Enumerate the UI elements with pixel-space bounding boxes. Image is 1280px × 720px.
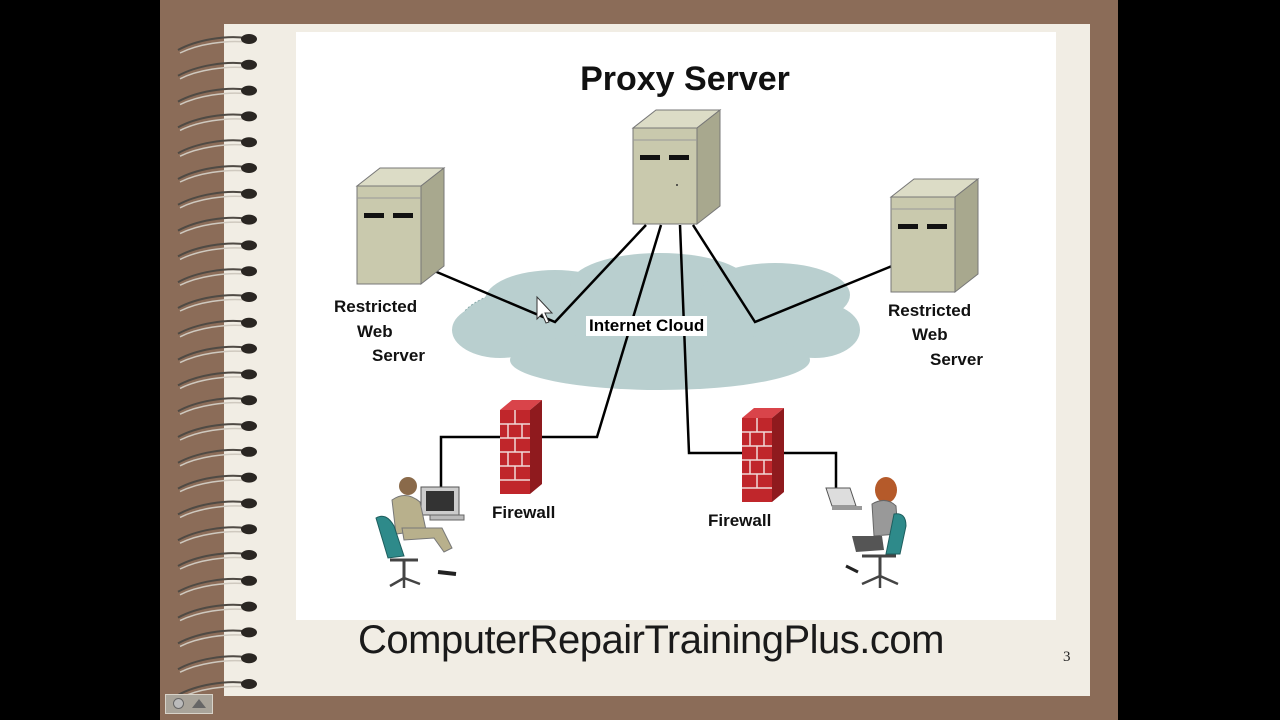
binding-ring: [177, 524, 257, 544]
binding-ring: [177, 59, 257, 80]
binding-ring: [177, 472, 257, 493]
binding-ring: [177, 627, 257, 648]
binding-ring: [177, 575, 257, 596]
binding-ring: [177, 550, 257, 570]
proxy-server-icon: [631, 108, 722, 226]
binding-ring: [177, 188, 257, 209]
server-label-line: Web: [357, 322, 393, 341]
slide-nav-controls[interactable]: [165, 694, 213, 714]
server-icon: [355, 166, 446, 286]
binding-ring: [177, 137, 257, 157]
binding-ring: [177, 292, 257, 312]
binding-ring: [177, 601, 257, 622]
binding-ring: [177, 163, 257, 183]
user-laptop-icon: [825, 477, 907, 588]
server-label-line: Server: [930, 350, 983, 369]
binding-ring: [177, 369, 257, 390]
binding-ring: [177, 446, 257, 467]
binding-ring: [177, 395, 257, 415]
binding-ring: [177, 85, 257, 106]
nav-button-icon[interactable]: [173, 698, 184, 709]
user-desktop-icon: [375, 477, 465, 588]
firewall-label: Firewall: [708, 511, 772, 530]
binding-ring: [177, 214, 257, 235]
slide-title: Proxy Server: [580, 60, 790, 98]
footer-url: ComputerRepairTrainingPlus.com: [358, 618, 944, 662]
server-label-line: Server: [372, 346, 425, 365]
firewall-label: Firewall: [492, 503, 556, 522]
server-label-line: Web: [912, 325, 948, 344]
triangle-icon[interactable]: [192, 699, 206, 708]
cloud-label: Internet Cloud: [586, 316, 708, 336]
slide-number: 3: [1063, 649, 1071, 665]
mouse-cursor-icon: [536, 295, 554, 324]
firewall-icon: [742, 408, 784, 502]
binding-ring: [177, 498, 257, 519]
firewall-icon: [500, 400, 542, 494]
binding-ring: [177, 653, 257, 673]
server-icon: [889, 177, 980, 294]
binding-ring: [177, 266, 257, 286]
binding-ring: [177, 34, 257, 54]
binding-ring: [177, 421, 257, 441]
binding-ring: [177, 343, 257, 364]
binding-ring: [177, 317, 257, 338]
server-label-line: Restricted: [888, 301, 972, 320]
binding-ring: [177, 111, 257, 132]
server-label-line: Restricted: [334, 297, 418, 316]
binding-ring: [177, 240, 257, 261]
